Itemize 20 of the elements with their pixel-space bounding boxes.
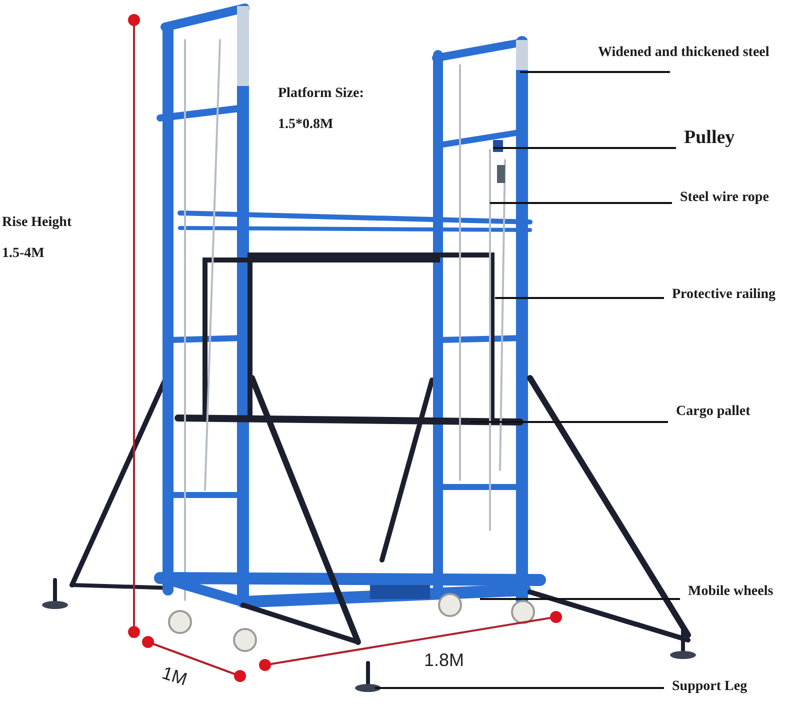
leader-line	[490, 202, 672, 204]
callout-label: Protective railing	[672, 286, 776, 304]
callout-label: Steel wire rope	[680, 189, 769, 207]
callout-label: Widened and thickened steel	[598, 44, 770, 62]
callout-label: Cargo pallet	[676, 403, 750, 421]
callout-label: Mobile wheels	[688, 583, 774, 601]
spec-label: 1.5-4M	[2, 246, 44, 262]
spec-label: 1.5*0.8M	[278, 117, 334, 133]
callout-label: Pulley	[684, 126, 735, 149]
leader-line	[375, 687, 664, 689]
spec-label: Rise Height	[2, 215, 72, 231]
callout-label: Support Leg	[672, 678, 748, 696]
dimension-label: 1M	[159, 662, 190, 690]
spec-label: Platform Size:	[278, 86, 364, 102]
leader-line	[480, 598, 680, 600]
leader-line	[495, 297, 664, 299]
leader-line	[470, 421, 668, 423]
leader-line	[493, 147, 676, 149]
dimension-label: 1.8M	[424, 650, 464, 671]
leader-line	[520, 71, 670, 73]
